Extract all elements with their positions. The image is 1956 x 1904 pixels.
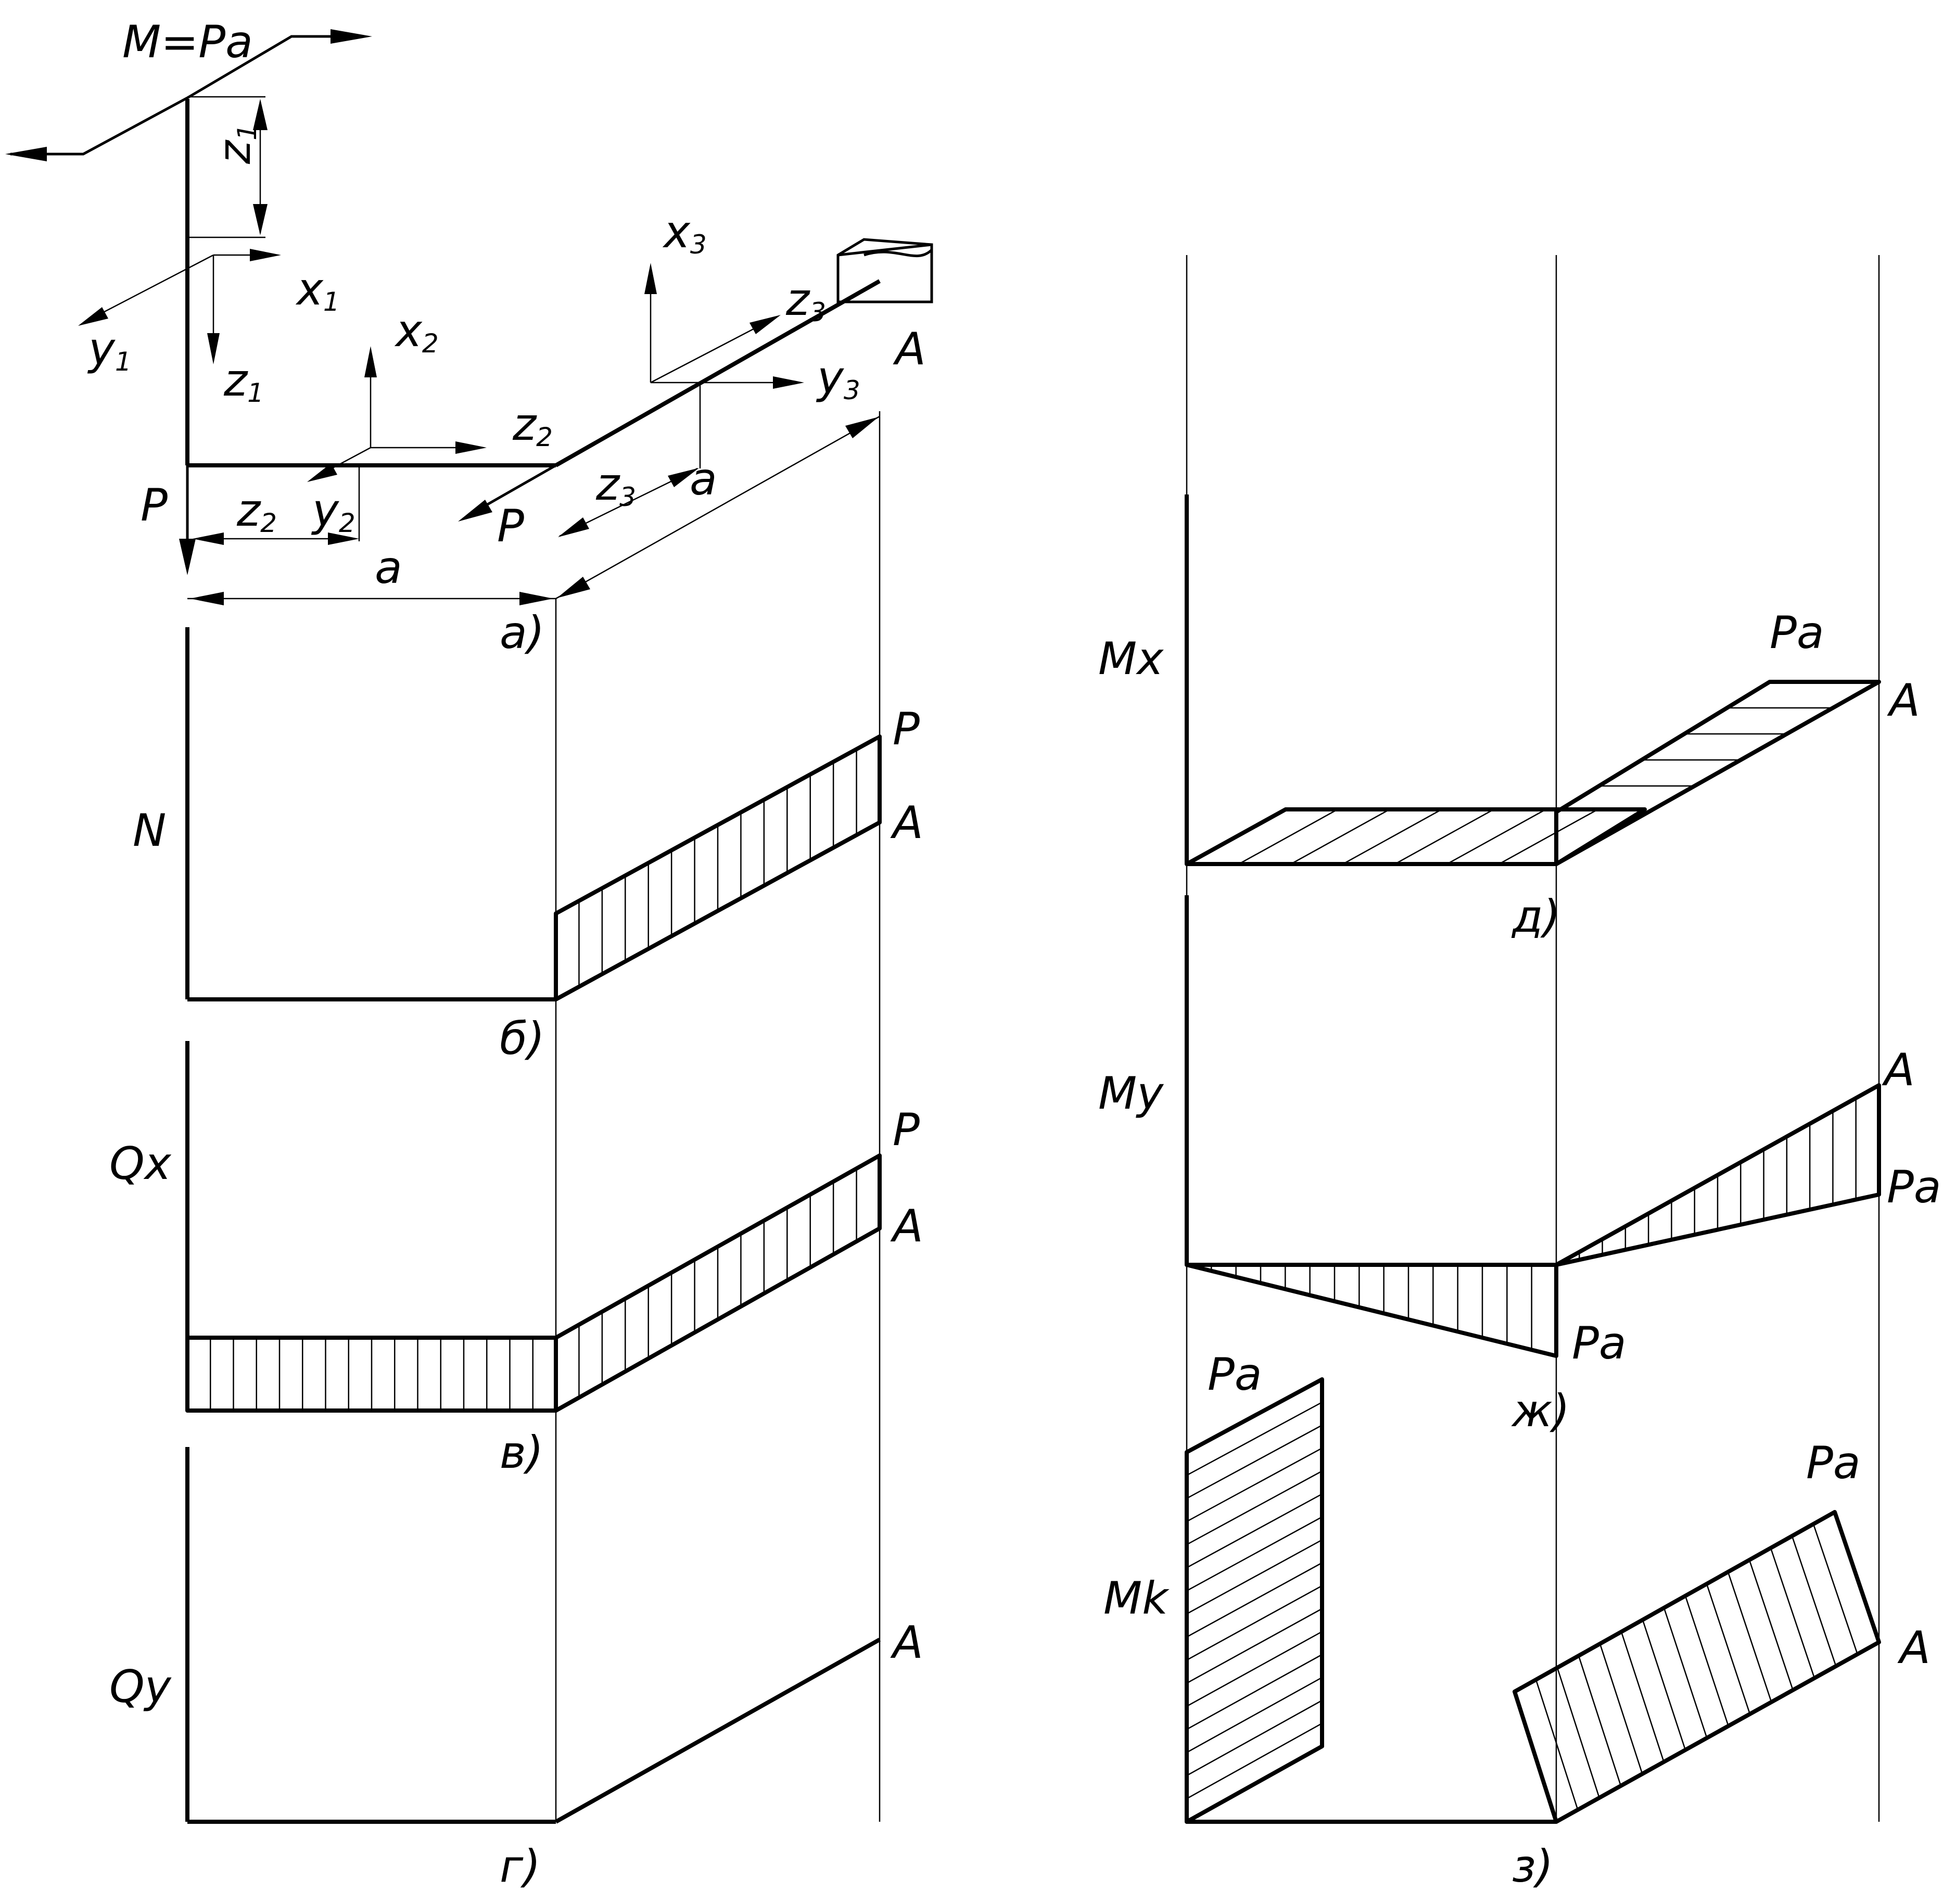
diagram-qx: Qx P A в) [109,1041,923,1479]
hatch-line [1186,1631,1323,1707]
panel-label-d: д) [1511,891,1560,943]
panel-label-b: б) [500,1013,545,1065]
force-p-left: P [141,479,168,531]
hatch-line [1446,808,1546,865]
y2-label: y2 [311,485,355,538]
hatch-line [1535,1679,1579,1810]
hatch-line [1748,1559,1794,1691]
z3-label: z3 [785,274,826,327]
hatch-line [1186,1722,1323,1799]
hatch-line [1186,1654,1323,1730]
value-qx-p: P [893,1104,920,1156]
moment-arrows [5,29,372,161]
beam-segment-3 [555,279,881,467]
moment-label: M=Pa [122,16,253,68]
hatch-line [1342,808,1442,865]
support-label: A [893,323,926,375]
hatch-line [1599,1643,1643,1774]
x1-label: x1 [295,263,340,317]
hatch-line [1706,1583,1751,1715]
z2-dim-label: z2 [236,485,277,538]
value-my-pa-mid: Pa [1572,1317,1627,1369]
hatch-line [1186,1470,1323,1545]
value-n-p: P [893,703,920,755]
title-mk: Mk [1103,1572,1170,1624]
value-mk-pa-right: Pa [1806,1437,1861,1489]
panel-label-z: з) [1512,1840,1553,1893]
y3-label: y3 [816,352,860,405]
title-qx: Qx [109,1138,172,1190]
hatch-line [1498,808,1598,865]
panel-label-a: а) [500,607,544,659]
diagram-qy: Qy A г) [109,1447,923,1893]
title-qy: Qy [109,1661,172,1713]
z1-label: z1 [223,354,264,408]
hatch-line [1186,1448,1323,1522]
dim-a-small: a [690,453,717,505]
hatch-line [1684,1595,1729,1727]
hatch-line [1186,1562,1323,1638]
hatch-line [1186,1677,1323,1753]
hatch-line [1186,1585,1323,1661]
hatch-line [1620,1631,1665,1762]
hatch-line [1186,1401,1323,1476]
x2-label: x2 [394,305,439,359]
panel-label-g: г) [500,1840,541,1893]
diagram-mk: Mk Pa Pa A з) [1103,1349,1930,1893]
title-my: My [1098,1068,1164,1120]
hatch-line [1186,1425,1323,1499]
title-mx: Mx [1098,633,1164,685]
hatch-line [1812,1524,1858,1655]
z2-label: z2 [512,399,553,452]
hatch-line [1556,1667,1600,1798]
label-a-qx: A [890,1200,923,1252]
z3-dim-label: z3 [595,459,636,512]
label-a-my: A [1882,1044,1915,1096]
hatch-line [1394,808,1494,865]
hatch-line [1186,1493,1323,1568]
label-a-n: A [890,797,923,849]
title-n: N [133,805,166,857]
hatch-line [1663,1607,1708,1738]
x3-label: x3 [662,206,707,260]
hatch-line [1186,1699,1323,1776]
label-a-qy: A [890,1617,923,1669]
hatch-line [1770,1547,1815,1679]
force-p-right: P [497,500,524,552]
hatch-line [1791,1535,1837,1667]
value-mk-pa-left: Pa [1208,1349,1262,1401]
diagram-n: N P A б) [133,627,923,1065]
hatch-line [1186,1539,1323,1615]
label-a-mk: A [1897,1622,1930,1674]
diagram-mx: Mx Pa A д) [1098,494,1920,943]
hatch-line [1186,1516,1323,1592]
frame-scheme: M=Pa A z1 x1 y1 z1 P [5,16,933,1822]
panel-label-v: в) [500,1427,543,1479]
hatch-line [1727,1571,1772,1703]
panel-label-zh: ж) [1511,1385,1570,1437]
svg-text:z1: z1 [209,124,262,164]
hatch-line [1238,808,1338,865]
fixed-support [836,238,933,303]
hatch-line [1290,808,1390,865]
hatch-line [1642,1619,1686,1750]
diagram-my: My Pa A Pa ж) [1098,895,1941,1437]
dim-a-horizontal: a [375,542,402,594]
hatch-line [1186,1608,1323,1684]
y1-label: y1 [87,323,132,377]
label-a-mx: A [1887,675,1920,727]
value-mx-pa: Pa [1770,607,1824,659]
hatch-line [1578,1655,1622,1786]
right-guides [1186,255,1880,1822]
value-my-pa-right: Pa [1887,1161,1941,1213]
